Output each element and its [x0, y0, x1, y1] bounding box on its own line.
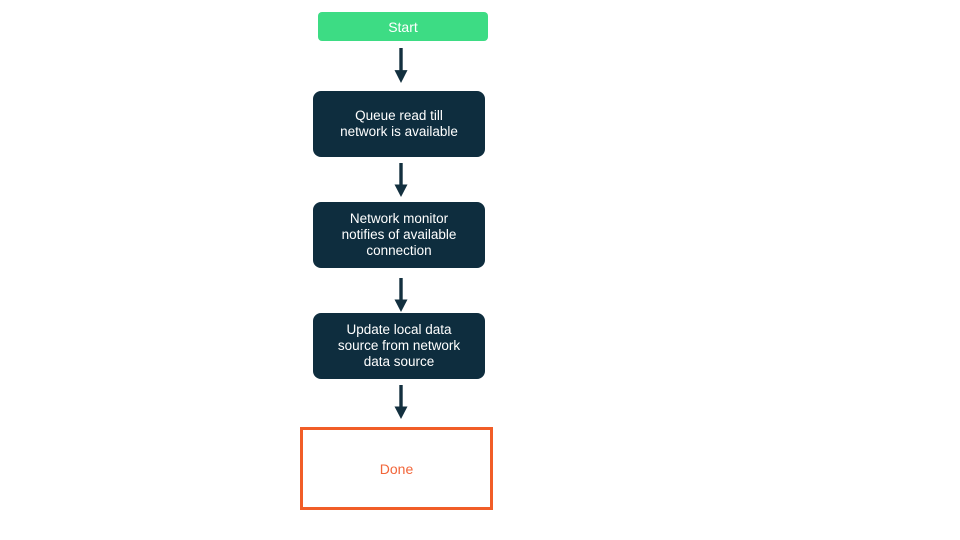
arrow-down-icon [393, 385, 409, 419]
arrow-down-icon [393, 163, 409, 197]
flow-node-done-label: Done [379, 460, 414, 477]
flow-node-network-monitor: Network monitor notifies of available co… [313, 202, 485, 268]
flow-node-update-local: Update local data source from network da… [313, 313, 485, 379]
flow-node-start-label: Start [388, 18, 418, 35]
flow-node-queue-read: Queue read till network is available [313, 91, 485, 157]
flow-node-update-local-label: Update local data source from network da… [337, 322, 461, 369]
arrow-down-icon [393, 48, 409, 83]
flow-node-done: Done [300, 427, 493, 510]
flow-node-network-monitor-label: Network monitor notifies of available co… [341, 211, 457, 258]
flow-node-queue-read-label: Queue read till network is available [340, 108, 458, 139]
flow-node-start: Start [318, 12, 488, 41]
arrow-down-icon [393, 278, 409, 312]
